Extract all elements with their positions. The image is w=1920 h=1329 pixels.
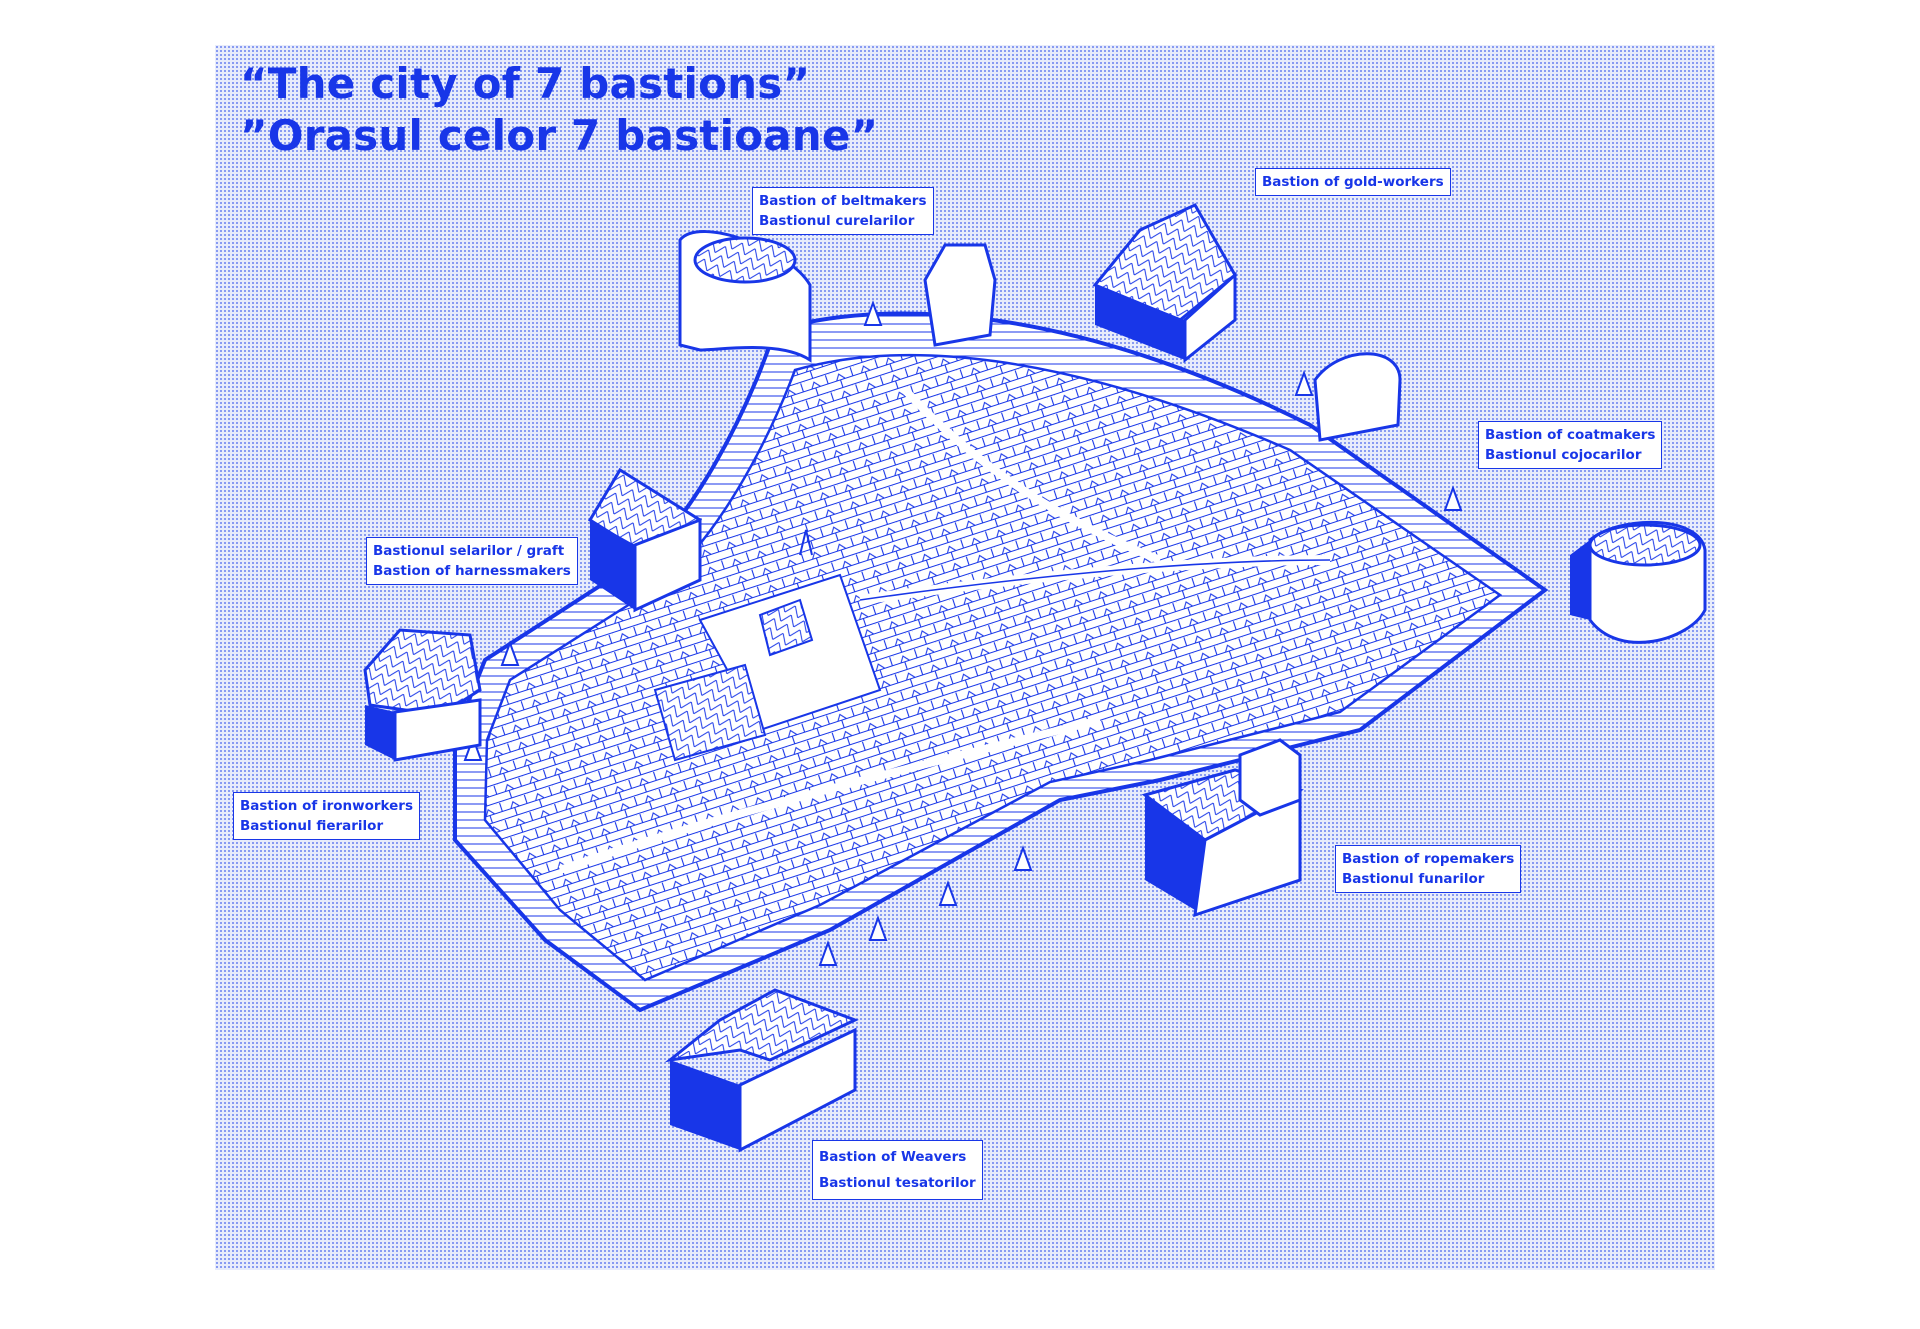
street-diagonal xyxy=(902,387,1162,564)
bastion-coatmakers-building xyxy=(1570,520,1707,644)
label-bastion-weavers: Bastion of Weavers Bastionul tesatorilor xyxy=(812,1140,983,1200)
bastion-ropemakers-building xyxy=(1141,738,1304,918)
label-weavers-ro: Bastionul tesatorilor xyxy=(819,1175,976,1191)
church-spire xyxy=(799,529,813,556)
label-bastion-harnessmakers: Bastionul selarilor / graft Bastion of h… xyxy=(366,537,578,585)
label-ironworkers-ro: Bastionul fierarilor xyxy=(240,818,384,834)
market-hall xyxy=(758,598,814,657)
map-title-english: “The city of 7 bastions” xyxy=(240,59,811,108)
label-bastion-beltmakers: Bastion of beltmakers Bastionul curelari… xyxy=(752,187,934,235)
label-weavers-en: Bastion of Weavers xyxy=(819,1149,967,1165)
bastion-weavers-building xyxy=(664,988,859,1153)
bastion-beltmakers-building xyxy=(678,230,812,363)
label-harnessmakers-ro: Bastionul selarilor / graft xyxy=(373,543,565,559)
label-goldworkers-en: Bastion of gold-workers xyxy=(1262,174,1444,190)
church xyxy=(653,663,767,762)
north-gate-tower xyxy=(923,243,997,347)
label-ropemakers-en: Bastion of ropemakers xyxy=(1342,851,1515,867)
town-houses xyxy=(483,353,1503,982)
label-bastion-ironworkers: Bastion of ironworkers Bastionul fierari… xyxy=(233,792,420,840)
label-coatmakers-en: Bastion of coatmakers xyxy=(1485,427,1656,443)
label-harnessmakers-en: Bastion of harnessmakers xyxy=(373,563,571,579)
east-gate-tower xyxy=(1313,352,1402,442)
bastion-goldworkers-building xyxy=(1092,203,1237,364)
label-ironworkers-en: Bastion of ironworkers xyxy=(240,798,413,814)
map-title: “The city of 7 bastions” ”Orasul celor 7… xyxy=(240,58,878,162)
bastion-harnessmakers-building xyxy=(587,467,703,613)
label-ropemakers-ro: Bastionul funarilor xyxy=(1342,871,1485,887)
label-coatmakers-ro: Bastionul cojocarilor xyxy=(1485,447,1642,463)
street-main-edge xyxy=(859,559,1331,601)
label-beltmakers-en: Bastion of beltmakers xyxy=(759,193,927,209)
label-beltmakers-ro: Bastionul curelarilor xyxy=(759,213,915,229)
street-lower xyxy=(558,716,1101,874)
label-bastion-goldworkers: Bastion of gold-workers xyxy=(1255,168,1451,196)
label-bastion-coatmakers: Bastion of coatmakers Bastionul cojocari… xyxy=(1478,421,1663,469)
wall-tower xyxy=(463,300,1463,966)
label-bastion-ropemakers: Bastion of ropemakers Bastionul funarilo… xyxy=(1335,845,1522,893)
bastion-ironworkers-building xyxy=(363,628,482,762)
map-title-romanian: ”Orasul celor 7 bastioane” xyxy=(240,111,879,160)
